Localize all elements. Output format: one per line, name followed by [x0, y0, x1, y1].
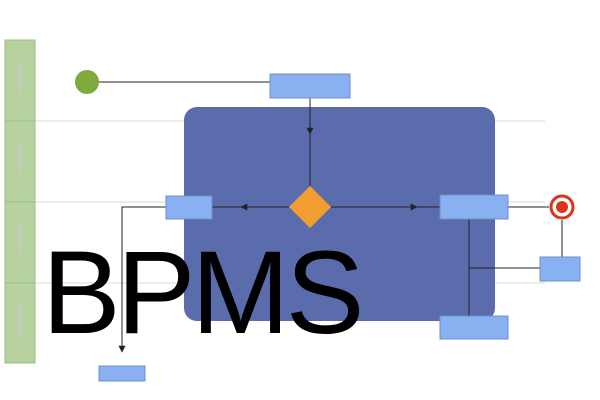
pool-lane-bar [4, 39, 36, 364]
task-left[interactable] [165, 195, 213, 220]
end-event-ring-icon[interactable] [549, 194, 575, 220]
task-right[interactable] [439, 194, 509, 220]
lane-tick [18, 304, 21, 334]
lane-tick [18, 223, 21, 253]
task-bottom-left[interactable] [98, 365, 146, 382]
subprocess-container [184, 107, 495, 321]
task-bottom-right[interactable] [439, 315, 509, 340]
page-title: BPMS [42, 227, 360, 359]
connectors [99, 81, 563, 353]
lane-tick [18, 142, 21, 172]
lane-tick [18, 62, 21, 92]
connector-left-task-down [118, 206, 166, 353]
task-far-right[interactable] [539, 256, 581, 282]
task-top[interactable] [269, 73, 351, 99]
gateway-diamond-icon[interactable] [289, 186, 331, 228]
start-event-icon[interactable] [75, 70, 99, 94]
tasks [98, 73, 581, 382]
